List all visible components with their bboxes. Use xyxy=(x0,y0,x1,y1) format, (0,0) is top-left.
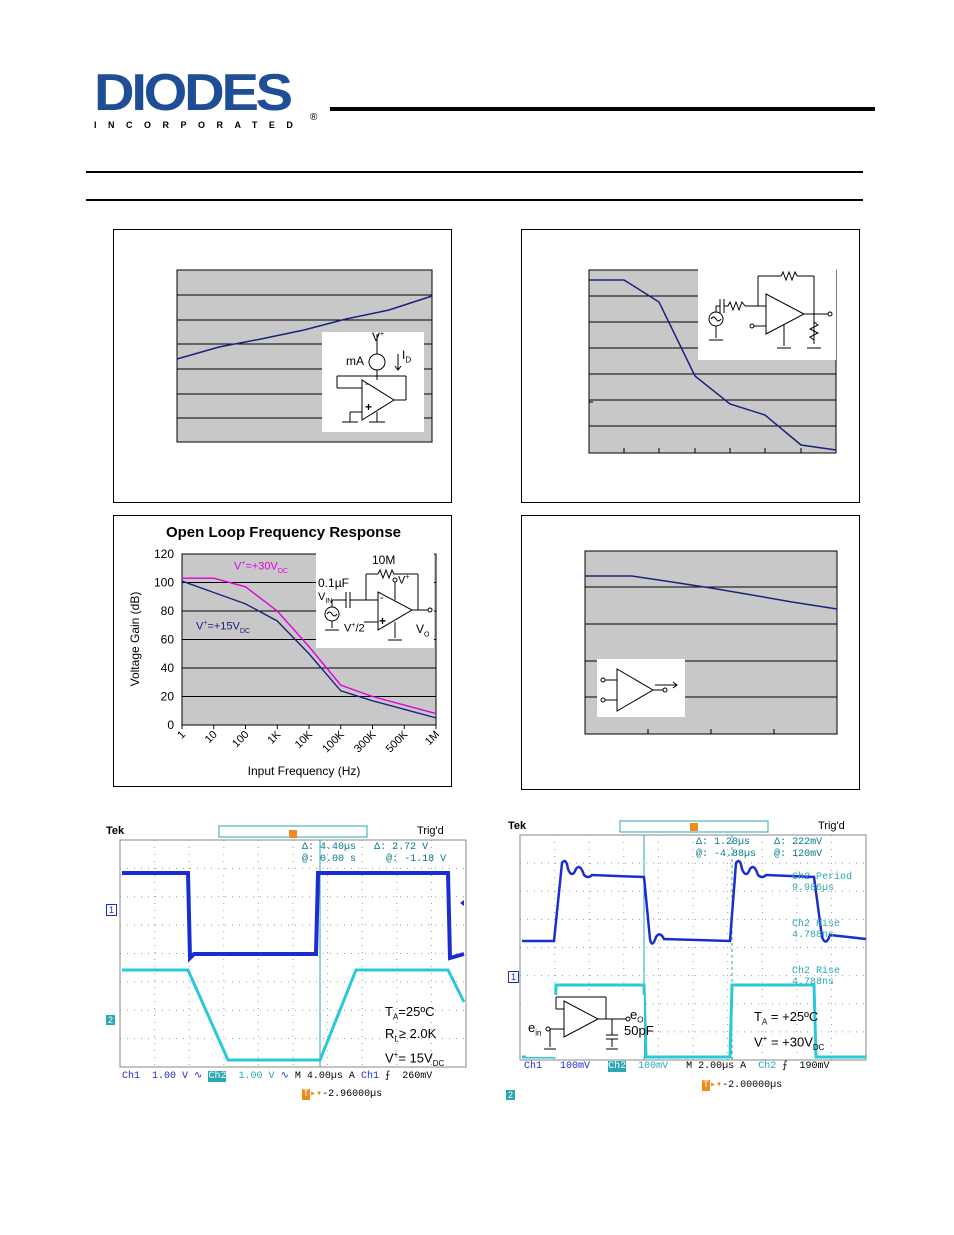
minus-sign: - xyxy=(380,592,384,604)
test-conditions: TA = +25ºC V+ = +30VDC xyxy=(754,1009,825,1052)
scope-capture-1: Tek Trig'd Δ: 4.40µs Δ: 2.72 V @: 0.00 s… xyxy=(102,822,468,1110)
title-rule-bottom xyxy=(86,199,863,201)
y-tick-label: 20 xyxy=(161,690,175,704)
circuit-schematic xyxy=(600,668,678,712)
gain-chart xyxy=(584,550,838,735)
vplus-label: V+ xyxy=(372,330,385,344)
ch1-trace xyxy=(122,871,465,963)
logo-wordmark: DIODES xyxy=(94,64,293,122)
gain-panel xyxy=(521,515,860,790)
x-tick-label: 1K xyxy=(265,728,283,746)
scope-status-bar: Ch1 1.00 V ∿ Ch2 1.00 V ∿ M 4.00µs A Ch1… xyxy=(122,1071,433,1082)
circuit-schematic xyxy=(324,568,433,641)
trigger-position-marker xyxy=(690,823,698,831)
series-line-0 xyxy=(182,577,437,715)
gain-curve xyxy=(585,575,838,610)
ch2-marker: 2 xyxy=(506,1090,516,1100)
ch1-marker: 1 xyxy=(508,971,520,983)
title-rule-top xyxy=(86,171,863,173)
vin-label: VIN xyxy=(318,591,333,606)
series-line-1 xyxy=(181,580,437,719)
x-tick-label: 1 xyxy=(175,729,188,742)
trigger-offset: T▸▾-2.96000µs xyxy=(302,1089,383,1100)
cursor-readout: Δ: 4.40µs Δ: 2.72 V @: 0.00 s @: -1.18 V xyxy=(302,842,447,865)
x-tick-label: 300K xyxy=(352,728,379,755)
feedback-resistor-label: 10M xyxy=(372,553,396,567)
cap-label: 0.1µF xyxy=(318,576,349,590)
y-tick-label: 100 xyxy=(154,576,174,590)
circuit-schematic xyxy=(336,334,407,423)
output-swing-curve xyxy=(589,279,837,451)
circuit-schematic xyxy=(708,270,833,349)
plus-sign: + xyxy=(379,614,387,628)
scope-1-screen xyxy=(119,825,467,1068)
y-tick-label: 60 xyxy=(161,633,175,647)
ma-label: mA xyxy=(346,354,364,368)
y-tick-label: 120 xyxy=(154,547,174,561)
ch1-trace xyxy=(522,859,867,945)
supply-current-panel: V+ mA ID - + xyxy=(113,229,452,503)
y-tick-label: 80 xyxy=(161,604,175,618)
scope-capture-2: Tek Trig'd Δ: 1.20µs Δ: 222mV @: -4.88µs… xyxy=(504,817,868,1102)
trigger-status: Trig'd xyxy=(818,820,845,832)
minus-sign: - xyxy=(365,378,369,390)
diodes-logo: DIODES INCORPORATED ® xyxy=(94,67,324,130)
output-swing-circuit xyxy=(698,268,836,360)
scope-brand: Tek xyxy=(106,825,125,837)
output-swing-panel xyxy=(521,229,860,503)
scope-status-bar: Ch1 100mV Ch2 100mV M 2.00µs A Ch2 ⨍ 190… xyxy=(524,1061,830,1072)
trigger-level-arrow xyxy=(460,900,464,906)
open-loop-circuit: 10M 0.1µF VIN V+ V+/2 VO - + xyxy=(316,552,434,648)
x-tick-label: 100K xyxy=(320,728,347,755)
registered-mark: ® xyxy=(310,112,318,123)
gain-circuit xyxy=(597,659,685,717)
header-rule xyxy=(330,107,875,111)
vplus-label: V+ xyxy=(398,574,410,587)
supply-current-circuit: V+ mA ID - + xyxy=(322,330,424,432)
circuit-schematic xyxy=(544,996,631,1050)
ch2-marker: 2 xyxy=(106,1015,116,1025)
y-tick-label: 0 xyxy=(167,718,174,732)
ch2-trace xyxy=(122,968,466,1062)
y-axis-label: Voltage Gain (dB) xyxy=(128,591,142,687)
supply-current-curve xyxy=(176,295,433,360)
y-tick-label: 40 xyxy=(161,661,175,675)
load-cap-label: 50pF xyxy=(624,1023,654,1038)
id-label: ID xyxy=(402,348,412,365)
x-tick-label: 100 xyxy=(230,729,251,750)
x-tick-label: 10 xyxy=(203,729,220,746)
trigger-offset: T▸▾-2.00000µs xyxy=(702,1080,783,1091)
x-tick-label: 1M xyxy=(423,729,442,748)
x-axis-label: Input Frequency (Hz) xyxy=(247,764,361,778)
ein-label: ein xyxy=(528,1020,542,1038)
trigger-status: Trig'd xyxy=(417,825,444,837)
series-label-30v: V+=+30VDC xyxy=(234,560,288,575)
scope-brand: Tek xyxy=(508,820,527,832)
x-tick-label: 10K xyxy=(293,728,316,751)
chart-title: Open Loop Frequency Response xyxy=(165,524,402,541)
vo-label: VO xyxy=(416,622,430,639)
plus-sign: + xyxy=(365,400,373,414)
series-label-15v: V+=+15VDC xyxy=(196,620,250,635)
follower-circuit xyxy=(526,995,644,1057)
ch1-marker: 1 xyxy=(106,904,118,916)
eo-label: eO xyxy=(630,1007,644,1025)
test-conditions: TA=25ºC RL≥ 2.0K V+= 15VDC xyxy=(385,1004,445,1069)
cursor-readout: Δ: 1.20µs Δ: 222mV @: -4.88µs @: 120mV xyxy=(696,837,823,860)
vhalf-label: V+/2 xyxy=(344,622,365,635)
logo-subtitle: INCORPORATED xyxy=(94,120,305,130)
x-tick-label: 500K xyxy=(384,728,411,755)
trigger-position-marker xyxy=(289,830,297,838)
